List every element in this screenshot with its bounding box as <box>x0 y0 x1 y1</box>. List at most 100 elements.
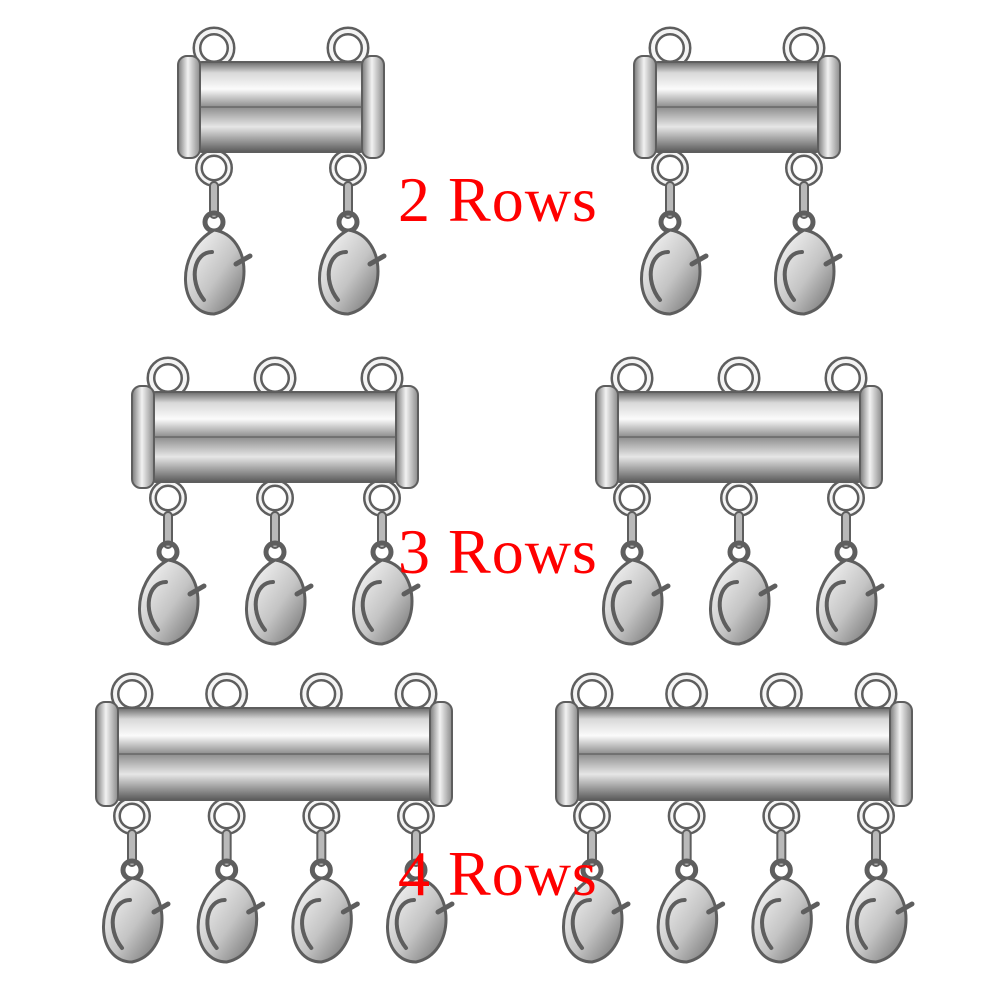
tube-end-cap-left <box>131 385 155 489</box>
connector-link <box>665 181 675 219</box>
tube-end-cap-left <box>555 701 579 807</box>
top-ring-highlight <box>651 29 689 67</box>
clasp-gate <box>192 250 214 302</box>
top-ring-highlight <box>857 675 895 713</box>
connector-link <box>343 181 353 219</box>
jump-ring-highlight <box>399 799 433 833</box>
top-ring-highlight <box>397 675 435 713</box>
clasp-assembly-1 <box>177 26 387 316</box>
clasp-assembly-2 <box>633 26 843 316</box>
tube-end-cap-right <box>429 701 453 807</box>
jump-ring-highlight <box>615 481 649 515</box>
clasp-lever <box>401 583 421 597</box>
clasp-gate <box>394 898 416 950</box>
clasp-gate <box>854 898 876 950</box>
jump-ring-highlight <box>764 799 798 833</box>
jump-ring-highlight <box>787 151 821 185</box>
connector-link <box>871 829 881 867</box>
top-ring-highlight <box>363 359 401 397</box>
top-ring-highlight <box>256 359 294 397</box>
connector-link <box>587 829 597 867</box>
jump-ring-highlight <box>653 151 687 185</box>
clasp-assembly-5 <box>95 672 455 964</box>
clasp-gate <box>760 898 782 950</box>
clasp-assembly-4 <box>595 356 885 646</box>
top-ring-highlight <box>573 675 611 713</box>
tube-end-cap-right <box>889 701 913 807</box>
clasp-gate <box>326 250 348 302</box>
tube-end-cap-left <box>595 385 619 489</box>
clasp-gate <box>782 250 804 302</box>
connector-link <box>221 829 232 867</box>
connector-link <box>209 181 219 219</box>
connector-link <box>270 511 280 549</box>
clasp-lever <box>367 253 387 267</box>
label-3-rows: 3 Rows <box>398 516 598 587</box>
top-ring-highlight <box>720 359 758 397</box>
jump-ring-highlight <box>331 151 365 185</box>
top-ring-highlight <box>613 359 651 397</box>
clasp-lever <box>187 583 207 597</box>
clasp-lever <box>689 253 709 267</box>
connector-link <box>734 511 744 549</box>
jump-ring-highlight <box>670 799 704 833</box>
clasp-gate <box>110 898 132 950</box>
clasp-gate <box>824 580 846 632</box>
top-ring-highlight <box>207 675 246 713</box>
connector-link <box>776 829 787 867</box>
clasp-lever <box>895 901 915 915</box>
tube-end-cap-right <box>817 55 841 159</box>
clasp-lever <box>823 253 843 267</box>
top-ring-highlight <box>195 29 233 67</box>
connector-link <box>127 829 137 867</box>
clasp-lever <box>435 901 455 915</box>
top-ring-highlight <box>329 29 367 67</box>
clasp-gate <box>610 580 632 632</box>
clasp-gate <box>360 580 382 632</box>
clasp-gate <box>717 580 739 632</box>
tube-end-cap-right <box>395 385 419 489</box>
label-4-rows: 4 Rows <box>398 838 598 909</box>
clasp-lever <box>758 583 778 597</box>
clasp-gate <box>570 898 592 950</box>
tube-end-cap-left <box>177 55 201 159</box>
top-ring-highlight <box>149 359 187 397</box>
clasp-gate <box>205 898 227 950</box>
connector-link <box>163 511 173 549</box>
jump-ring-highlight <box>575 799 609 833</box>
clasp-lever <box>233 253 253 267</box>
clasp-lever <box>151 901 171 915</box>
jump-ring-highlight <box>859 799 893 833</box>
clasp-gate <box>665 898 687 950</box>
clasp-assembly-6 <box>555 672 915 964</box>
clasp-lever <box>294 583 314 597</box>
connector-link <box>681 829 692 867</box>
top-ring-highlight <box>762 675 801 713</box>
clasp-lever <box>651 583 671 597</box>
jump-ring-highlight <box>115 799 149 833</box>
label-2-rows: 2 Rows <box>398 164 598 235</box>
jump-ring-highlight <box>365 481 399 515</box>
top-ring-highlight <box>785 29 823 67</box>
top-ring-highlight <box>302 675 341 713</box>
jump-ring-highlight <box>829 481 863 515</box>
tube-end-cap-left <box>95 701 119 807</box>
clasp-gate <box>648 250 670 302</box>
tube-end-cap-right <box>361 55 385 159</box>
clasp-lever <box>800 901 820 915</box>
clasp-gate <box>146 580 168 632</box>
clasp-lever <box>706 901 726 915</box>
jump-ring-highlight <box>197 151 231 185</box>
jump-ring-highlight <box>722 481 756 515</box>
connector-link <box>799 181 809 219</box>
clasp-lever <box>246 901 266 915</box>
clasp-assembly-3 <box>131 356 421 646</box>
clasp-gate <box>300 898 322 950</box>
clasp-lever <box>611 901 631 915</box>
clasp-lever <box>340 901 360 915</box>
tube-end-cap-right <box>859 385 883 489</box>
top-ring-highlight <box>113 675 151 713</box>
tube-end-cap-left <box>633 55 657 159</box>
